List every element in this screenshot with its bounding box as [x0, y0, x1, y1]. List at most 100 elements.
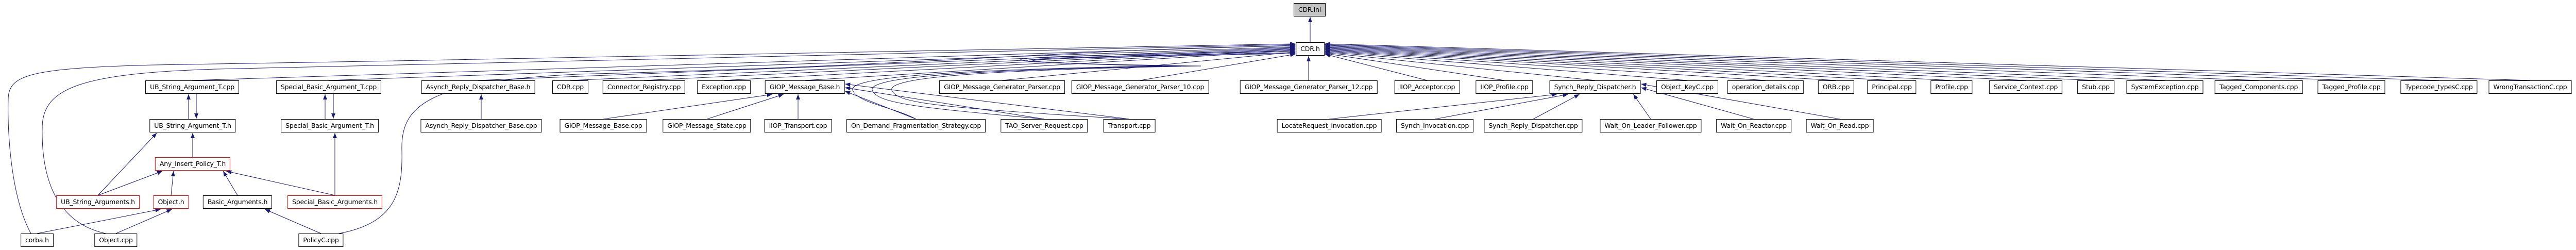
- graph-node-gmb_cpp[interactable]: GIOP_Message_Base.cpp: [560, 119, 647, 132]
- graph-node-iiop_acc[interactable]: IIOP_Acceptor.cpp: [1394, 80, 1460, 94]
- graph-node-basic_a[interactable]: Basic_Arguments.h: [202, 195, 273, 209]
- include-edge: [1325, 52, 1505, 81]
- graph-node-conn_reg[interactable]: Connector_Registry.cpp: [602, 80, 686, 94]
- include-edge: [723, 47, 1296, 81]
- node-label: GIOP_Message_Base.cpp: [564, 122, 642, 129]
- node-label: Profile.cpp: [1935, 83, 1968, 91]
- include-edge: [1325, 42, 2531, 81]
- graph-node-corba[interactable]: corba.h: [21, 234, 54, 247]
- node-label: Special_Basic_Argument_T.cpp: [280, 83, 377, 91]
- graph-node-stub[interactable]: Stub.cpp: [2077, 80, 2114, 94]
- node-label: operation_details.cpp: [1732, 83, 1800, 91]
- graph-node-ubsa[interactable]: UB_String_Arguments.h: [56, 195, 140, 209]
- graph-node-cdr_h[interactable]: CDR.h: [1296, 42, 1325, 56]
- node-label: CDR.h: [1300, 45, 1320, 53]
- node-label: Asynch_Reply_Dispatcher_Base.cpp: [425, 122, 537, 129]
- graph-node-synch_inv[interactable]: Synch_Invocation.cpp: [1396, 119, 1474, 132]
- include-edge: [845, 91, 917, 120]
- graph-node-ub_t_cpp[interactable]: UB_String_Argument_T.cpp: [145, 80, 239, 94]
- node-label: IIOP_Acceptor.cpp: [1399, 83, 1455, 91]
- node-label: IIOP_Profile.cpp: [1480, 83, 1529, 91]
- include-edge: [338, 44, 1296, 234]
- graph-node-opdet[interactable]: operation_details.cpp: [1727, 80, 1804, 94]
- node-label: Synch_Reply_Dispatcher.cpp: [1488, 122, 1578, 129]
- include-edge: [1325, 45, 2165, 81]
- graph-node-cdr_cpp[interactable]: CDR.cpp: [552, 80, 588, 94]
- graph-node-sysex[interactable]: SystemException.cpp: [2126, 80, 2204, 94]
- graph-node-sba[interactable]: Special_Basic_Arguments.h: [287, 195, 383, 209]
- include-edge: [478, 45, 1296, 81]
- node-label: Object.cpp: [99, 236, 133, 244]
- include-edge: [603, 93, 772, 120]
- node-label: Stub.cpp: [2082, 83, 2110, 91]
- node-label: GIOP_Message_Generator_Parser_12.cpp: [1244, 83, 1373, 91]
- graph-node-principal[interactable]: Principal.cpp: [1867, 80, 1917, 94]
- include-edge: [226, 170, 335, 196]
- node-label: Synch_Invocation.cpp: [1400, 122, 1469, 129]
- graph-node-wolf[interactable]: Wait_On_Leader_Follower.cpp: [1600, 119, 1702, 132]
- include-edge: [328, 45, 1296, 81]
- graph-node-transport[interactable]: Transport.cpp: [1103, 119, 1156, 132]
- graph-node-tao_sr[interactable]: TAO_Server_Request.cpp: [1001, 119, 1088, 132]
- graph-node-wrongt[interactable]: WrongTransactionC.cpp: [2488, 80, 2572, 94]
- include-edge: [223, 171, 238, 196]
- graph-node-exception[interactable]: Exception.cpp: [697, 80, 751, 94]
- include-edge: [1633, 94, 1651, 120]
- include-edge: [97, 132, 157, 196]
- graph-node-iiop_tr[interactable]: IIOP_Transport.cpp: [764, 119, 832, 132]
- node-label: SystemException.cpp: [2131, 83, 2199, 91]
- include-edge: [1329, 93, 1557, 120]
- include-edge: [1325, 50, 1688, 81]
- node-label: Service_Context.cpp: [1993, 83, 2058, 91]
- graph-node-okeyc[interactable]: Object_KeyC.cpp: [1656, 80, 1719, 94]
- graph-node-iiop_prof[interactable]: IIOP_Profile.cpp: [1476, 80, 1533, 94]
- node-label: GIOP_Message_Generator_Parser.cpp: [944, 83, 1060, 91]
- node-label: WrongTransactionC.cpp: [2493, 83, 2567, 91]
- graph-node-sb_t_cpp[interactable]: Special_Basic_Argument_T.cpp: [276, 80, 382, 94]
- include-edge: [643, 47, 1296, 81]
- node-label: Exception.cpp: [702, 83, 746, 91]
- graph-node-obj_cpp[interactable]: Object.cpp: [94, 234, 138, 247]
- graph-node-orb[interactable]: ORB.cpp: [1818, 80, 1855, 94]
- graph-node-ondemand[interactable]: On_Demand_Fragmentation_Strategy.cpp: [846, 119, 986, 132]
- graph-node-svc_ctx[interactable]: Service_Context.cpp: [1989, 80, 2063, 94]
- include-edge: [845, 82, 1130, 120]
- node-label: Transport.cpp: [1108, 122, 1151, 129]
- graph-node-gmb_h[interactable]: GIOP_Message_Base.h: [765, 80, 845, 94]
- graph-node-policyc[interactable]: PolicyC.cpp: [298, 234, 344, 247]
- graph-node-tagp[interactable]: Tagged_Profile.cpp: [2317, 80, 2385, 94]
- include-edge: [706, 94, 784, 120]
- node-label: UB_String_Argument_T.cpp: [150, 83, 234, 91]
- node-label: On_Demand_Fragmentation_Strategy.cpp: [851, 122, 981, 129]
- include-edge: [1325, 42, 2439, 81]
- node-label: PolicyC.cpp: [303, 236, 339, 244]
- graph-node-cdr_inl[interactable]: CDR.inl: [1293, 3, 1326, 16]
- graph-node-wor[interactable]: Wait_On_Reactor.cpp: [1716, 119, 1791, 132]
- node-label: Typecode_typesC.cpp: [2405, 83, 2473, 91]
- node-label: GIOP_Message_State.cpp: [667, 122, 747, 129]
- graph-node-ardb_h[interactable]: Asynch_Reply_Dispatcher_Base.h: [421, 80, 535, 94]
- graph-node-gmgp[interactable]: GIOP_Message_Generator_Parser.cpp: [939, 80, 1065, 94]
- include-edge: [872, 51, 1296, 120]
- include-edge: [1325, 47, 1892, 81]
- node-label: CDR.inl: [1298, 6, 1321, 13]
- graph-node-ub_t_h[interactable]: UB_String_Argument_T.h: [149, 119, 236, 132]
- graph-node-sb_t_h[interactable]: Special_Basic_Argument_T.h: [281, 119, 379, 132]
- graph-node-profile[interactable]: Profile.cpp: [1930, 80, 1973, 94]
- graph-node-gms_cpp[interactable]: GIOP_Message_State.cpp: [663, 119, 751, 132]
- graph-node-ardb_cpp[interactable]: Asynch_Reply_Dispatcher_Base.cpp: [420, 119, 542, 132]
- graph-node-tagc[interactable]: Tagged_Components.cpp: [2214, 80, 2303, 94]
- node-label: Tagged_Components.cpp: [2219, 83, 2298, 91]
- graph-node-obj_h[interactable]: Object.h: [153, 195, 189, 209]
- graph-node-gmgp12[interactable]: GIOP_Message_Generator_Parser_12.cpp: [1240, 80, 1378, 94]
- graph-node-srd_cpp[interactable]: Synch_Reply_Dispatcher.cpp: [1484, 119, 1583, 132]
- graph-node-typec[interactable]: Typecode_typesC.cpp: [2400, 80, 2478, 94]
- graph-node-any_ins[interactable]: Any_Insert_Policy_T.h: [155, 157, 231, 171]
- graph-node-word[interactable]: Wait_On_Read.cpp: [1806, 119, 1874, 132]
- include-edge: [1325, 43, 2352, 81]
- graph-node-locreq[interactable]: LocateRequest_Invocation.cpp: [1277, 119, 1382, 132]
- graph-node-gmgp10[interactable]: GIOP_Message_Generator_Parser_10.cpp: [1071, 80, 1209, 94]
- graph-node-srd_h[interactable]: Synch_Reply_Dispatcher.h: [1549, 80, 1641, 94]
- include-edge: [804, 48, 1296, 81]
